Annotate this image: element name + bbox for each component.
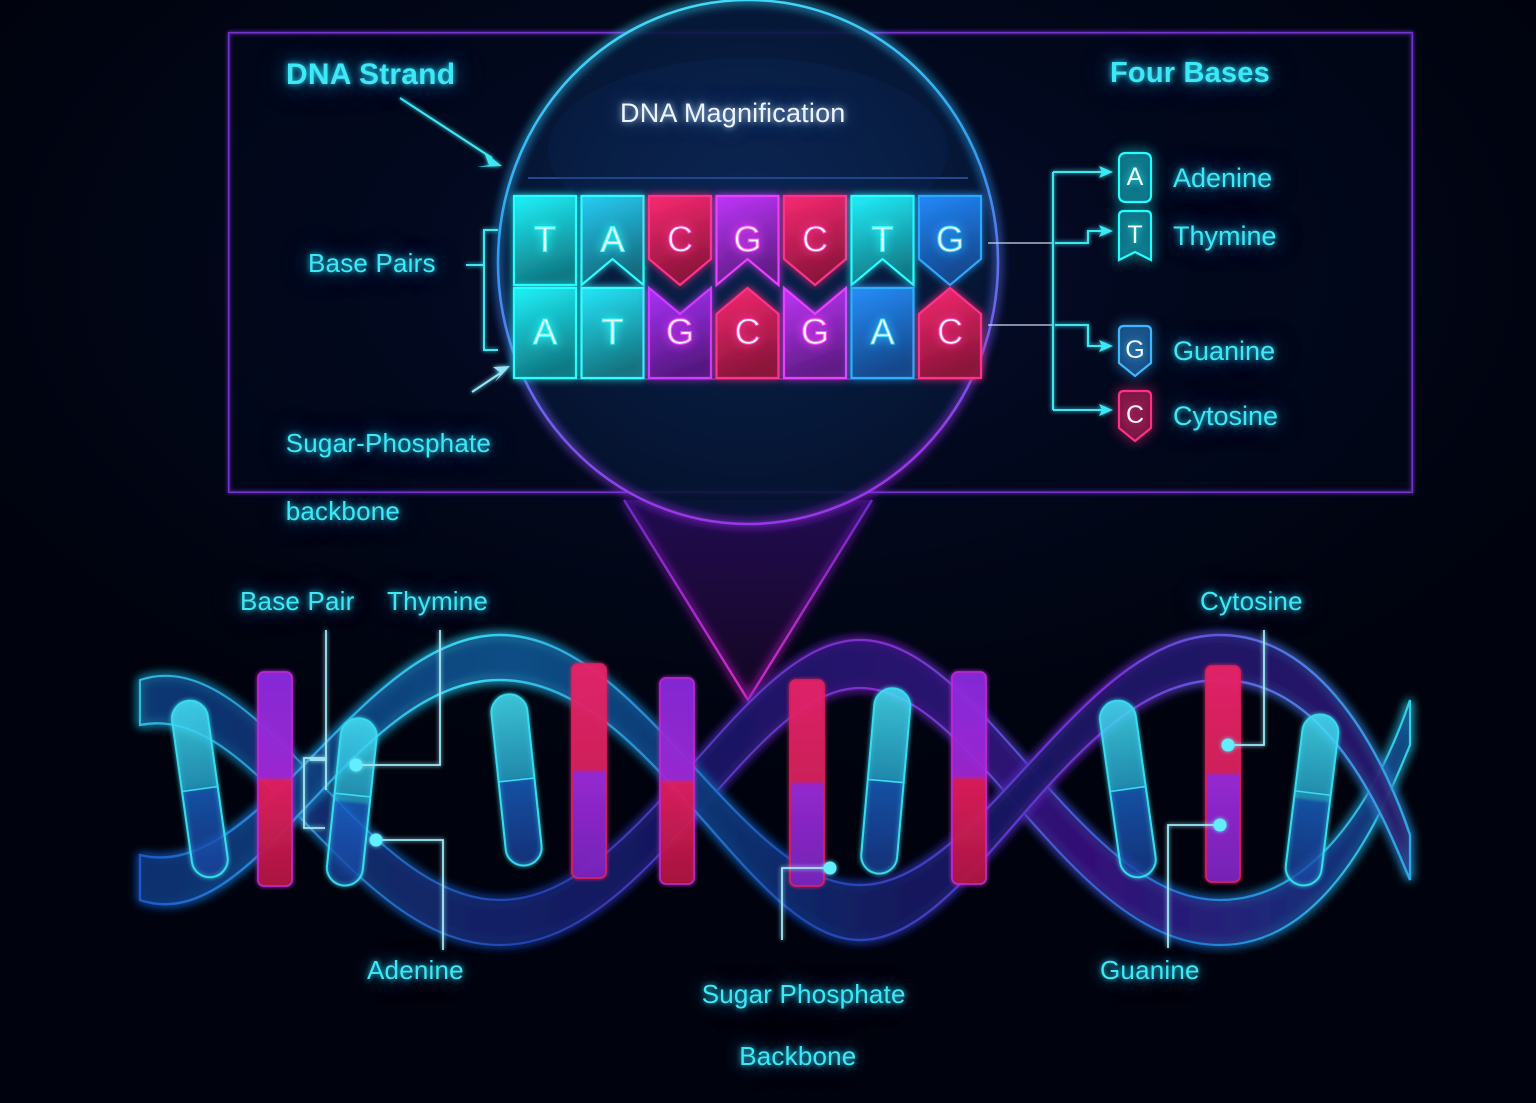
helix-rung — [951, 671, 987, 885]
base-tile-g[interactable]: G — [647, 285, 713, 380]
helix-label-thymine: Thymine — [387, 586, 489, 616]
base-tile-t[interactable]: T — [512, 194, 578, 287]
base-tile-t[interactable]: T — [850, 194, 915, 288]
helix-rung — [789, 679, 825, 887]
label-base-pairs: Base Pairs — [308, 248, 436, 278]
legend-base-letter: T — [1127, 221, 1142, 249]
base-letter: C — [735, 311, 761, 352]
sp-line-2: Backbone — [739, 1041, 857, 1071]
base-letter: C — [937, 311, 963, 352]
base-letter: T — [534, 219, 556, 260]
helix-label-base-pair: Base Pair — [240, 586, 355, 616]
base-tile-a[interactable]: A — [580, 194, 645, 288]
legend-base-name: Thymine — [1173, 220, 1277, 251]
base-tile-a[interactable]: A — [850, 286, 915, 380]
dna-strand-arrow — [399, 97, 502, 167]
legend-item-guanine[interactable]: G Guanine — [1113, 323, 1275, 379]
legend-connectors — [988, 166, 1113, 416]
backbone-arrow — [471, 366, 510, 393]
base-letter: A — [870, 311, 894, 352]
backbone-line-1: Sugar-Phosphate — [285, 428, 492, 458]
base-letter: T — [872, 219, 894, 260]
helix-leader-dots — [349, 738, 1235, 875]
base-pairs-bracket — [466, 229, 498, 351]
helix-rung — [257, 671, 293, 887]
helix-rung — [1284, 713, 1340, 887]
base-letter: A — [533, 311, 557, 352]
legend-base-name: Guanine — [1173, 335, 1276, 366]
base-tile-g[interactable]: G — [917, 194, 983, 287]
base-letter: C — [667, 219, 693, 260]
base-tile-a[interactable]: A — [512, 286, 578, 380]
legend-item-adenine[interactable]: A Adenine — [1113, 150, 1272, 206]
magnifier-cone — [622, 499, 874, 703]
label-sugar-phosphate-backbone: Sugar-Phosphate backbone — [256, 392, 491, 562]
helix-rung — [170, 699, 229, 879]
legend-base-icon-a: A — [1117, 151, 1153, 204]
helix-rung — [1098, 699, 1157, 879]
base-letter: G — [936, 219, 964, 260]
helix-rung — [659, 677, 695, 885]
legend-base-icon-c: C — [1117, 389, 1153, 443]
legend-item-cytosine[interactable]: C Cytosine — [1113, 388, 1278, 444]
base-letter: G — [801, 311, 829, 352]
helix-rungs — [170, 663, 1340, 887]
base-tile-c[interactable]: C — [715, 286, 780, 380]
base-letter: G — [733, 219, 761, 260]
base-letter: T — [602, 311, 624, 352]
label-dna-strand: DNA Strand — [286, 58, 456, 91]
legend-item-thymine[interactable]: T Thymine — [1113, 208, 1277, 264]
legend-base-letter: G — [1125, 336, 1144, 364]
base-tile-t[interactable]: T — [580, 286, 645, 380]
legend-base-name: Cytosine — [1173, 400, 1279, 431]
helix-label-sugar-phosphate-backbone: Sugar Phosphate Backbone — [672, 948, 906, 1103]
helix-leader-lines — [303, 630, 1265, 950]
helix-label-cytosine: Cytosine — [1200, 586, 1303, 616]
base-tile-g[interactable]: G — [782, 285, 848, 380]
helix-rung — [860, 687, 912, 875]
base-tile-c[interactable]: C — [917, 286, 983, 380]
backbone-line-2: backbone — [285, 496, 401, 526]
label-four-bases: Four Bases — [1110, 57, 1270, 89]
magnifier-title: DNA Magnification — [620, 98, 846, 128]
legend-base-letter: A — [1127, 163, 1144, 191]
base-tile-g[interactable]: G — [715, 194, 780, 288]
sp-line-1: Sugar Phosphate — [701, 979, 906, 1009]
base-letter: A — [600, 219, 624, 260]
base-letter: C — [802, 219, 828, 260]
base-tile-c[interactable]: C — [782, 194, 848, 287]
base-letter: G — [666, 311, 694, 352]
helix-rung — [325, 717, 378, 887]
helix-label-guanine: Guanine — [1100, 955, 1200, 985]
dna-double-helix — [138, 630, 1412, 950]
diagram-canvas — [138, 0, 1414, 950]
legend-base-icon-t: T — [1117, 209, 1153, 262]
helix-rung — [571, 663, 607, 879]
legend-base-icon-g: G — [1117, 324, 1153, 378]
legend-base-name: Adenine — [1173, 162, 1273, 193]
legend-base-letter: C — [1126, 401, 1144, 429]
base-tile-c[interactable]: C — [647, 194, 713, 287]
helix-label-adenine: Adenine — [367, 955, 464, 985]
helix-rung — [490, 693, 543, 867]
